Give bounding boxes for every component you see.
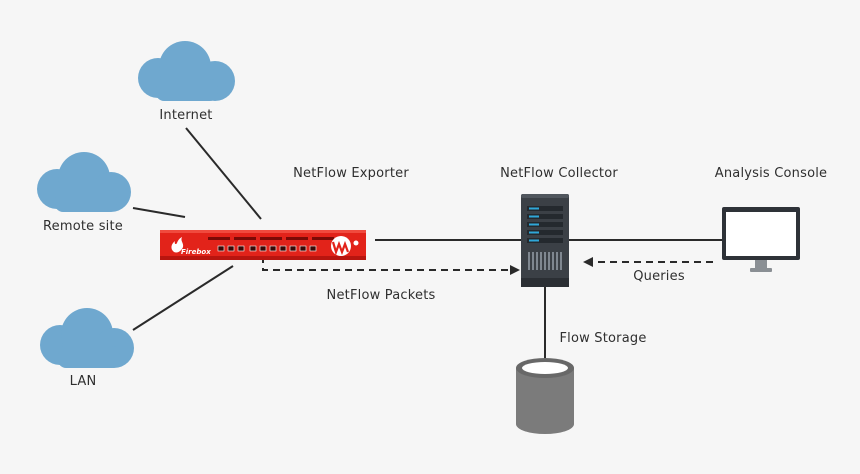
exporter-label: NetFlow Exporter <box>293 166 409 181</box>
packets-label: NetFlow Packets <box>326 288 436 303</box>
lan-link <box>132 265 234 331</box>
storage-label: Flow Storage <box>559 331 647 346</box>
monitor-icon <box>722 207 800 272</box>
database-icon <box>516 358 574 434</box>
cloud-icon <box>138 41 235 101</box>
queries-label: Queries <box>633 269 685 284</box>
collector-label: NetFlow Collector <box>500 166 618 181</box>
remote-site-label: Remote site <box>43 219 123 234</box>
server-icon <box>521 194 569 287</box>
lan-label: LAN <box>69 374 97 389</box>
cloud-icon <box>37 152 131 212</box>
connections <box>132 127 722 358</box>
internet-label: Internet <box>159 108 213 123</box>
console-label: Analysis Console <box>714 166 828 181</box>
cloud-icon <box>40 308 134 368</box>
remote-site-link <box>132 207 186 218</box>
internet-link <box>185 127 262 220</box>
device-brand-text: Firebox <box>181 248 211 256</box>
firewall-icon: Firebox <box>160 230 366 260</box>
netflow-packets-arrow <box>262 256 520 275</box>
